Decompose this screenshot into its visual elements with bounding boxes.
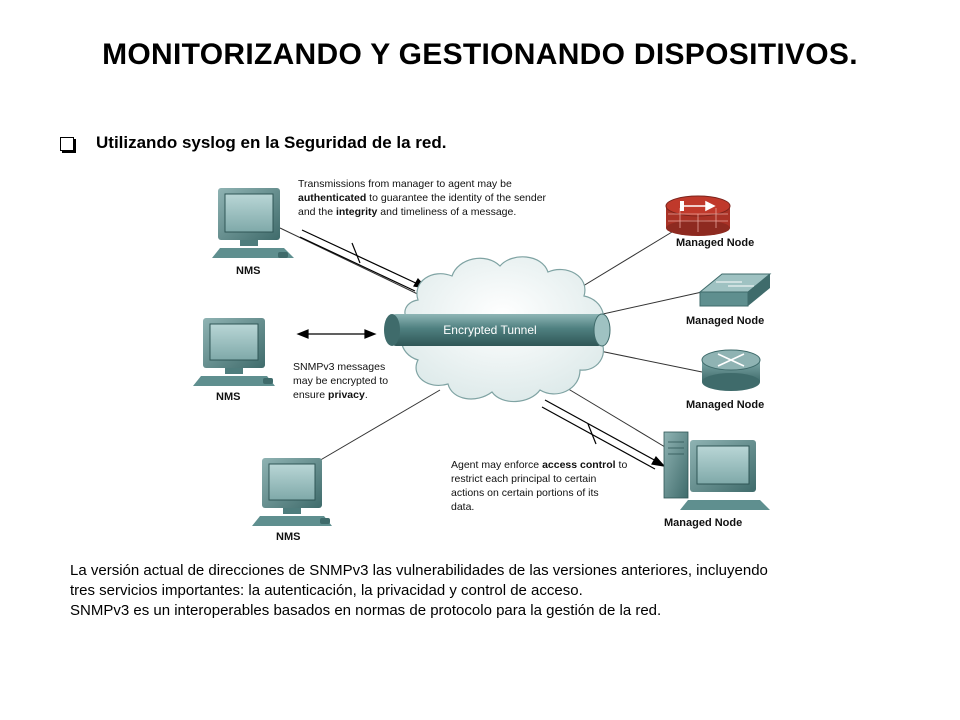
screen	[224, 193, 274, 233]
nms-label-3: NMS	[276, 531, 300, 543]
checkbox-bullet-icon	[60, 136, 74, 151]
slide-title: MONITORIZANDO Y GESTIONANDO DISPOSITIVOS…	[102, 38, 858, 71]
nms-computer-1	[212, 188, 294, 258]
link-cloud-switch	[584, 291, 703, 319]
annotation-auth-line1: Transmissions from manager to agent may …	[298, 178, 512, 190]
bullet-item: Utilizando syslog en la Seguridad de la …	[60, 133, 446, 153]
annotation-auth-line2: authenticated to guarantee the identity …	[298, 192, 547, 204]
tunnel-end-right	[593, 313, 611, 347]
arrow-slash-lower	[587, 423, 597, 445]
mouse-icon	[263, 378, 273, 384]
arrow-head-right	[364, 329, 377, 339]
managed-node-label-2: Managed Node	[686, 315, 764, 327]
link-cloud-server	[559, 383, 671, 451]
switch-node	[698, 273, 772, 307]
message-arrows	[296, 229, 666, 470]
link-cloud-router	[594, 349, 703, 373]
annotation-auth-line3: and the integrity and timeliness of a me…	[298, 206, 516, 218]
link-nms3-cloud	[299, 389, 441, 473]
firewall-node	[665, 195, 731, 236]
annotation-access-line2: restrict each principal to certain	[451, 473, 596, 485]
nms-computer-2	[193, 318, 275, 386]
managed-node-label-3: Managed Node	[686, 399, 764, 411]
server-tower-icon	[663, 431, 689, 499]
annotation-privacy-line2: may be encrypted to	[293, 375, 388, 387]
annotation-privacy-line3: ensure privacy.	[293, 389, 368, 401]
annotation-privacy: SNMPv3 messages may be encrypted to ensu…	[293, 361, 388, 401]
annotation-access-line3: actions on certain portions of its	[451, 487, 599, 499]
description-line-1: La versión actual de direcciones de SNMP…	[70, 562, 768, 579]
nms-label-2: NMS	[216, 391, 240, 403]
encrypted-tunnel: Encrypted Tunnel	[384, 313, 611, 347]
tunnel-label: Encrypted Tunnel	[443, 323, 536, 337]
annotation-access-line4: data.	[451, 501, 474, 513]
annotation-privacy-line1: SNMPv3 messages	[293, 361, 385, 373]
mouse-icon	[320, 518, 330, 524]
arrow-head-left	[296, 329, 309, 339]
arrow-agent-lower	[541, 406, 656, 470]
arrow-manager-agent-lower	[299, 236, 416, 292]
router-node	[701, 349, 761, 391]
server-node	[663, 431, 770, 510]
arrow-head-agent	[651, 455, 666, 467]
tunnel-end-left	[384, 314, 400, 346]
bullet-text: Utilizando syslog en la Seguridad de la …	[96, 133, 447, 152]
nms-label-1: NMS	[236, 265, 260, 277]
arrow-manager-agent-upper	[301, 229, 421, 286]
keyboard-icon	[680, 500, 770, 510]
managed-node-label-4: Managed Node	[664, 517, 742, 529]
keyboard-icon	[193, 376, 275, 386]
arrow-slash-upper	[351, 242, 361, 264]
keyboard-icon	[212, 248, 294, 258]
annotation-access-control: Agent may enforce access control to rest…	[451, 459, 627, 513]
keyboard-icon	[252, 516, 332, 526]
description-line-2: tres servicios importantes: la autentica…	[70, 582, 583, 599]
managed-node-label-1: Managed Node	[676, 237, 754, 249]
nms-computer-3	[252, 458, 332, 526]
screen	[268, 463, 316, 501]
annotation-access-line1: Agent may enforce access control to	[451, 459, 627, 471]
description-text: La versión actual de direcciones de SNMP…	[70, 561, 890, 621]
screen	[209, 323, 259, 361]
tunnel-body	[392, 314, 602, 346]
description-line-3: SNMPv3 es un interoperables basados en n…	[70, 602, 662, 619]
mouse-icon	[278, 252, 288, 258]
arrow-agent-upper	[544, 399, 659, 463]
annotation-authentication: Transmissions from manager to agent may …	[298, 178, 547, 218]
